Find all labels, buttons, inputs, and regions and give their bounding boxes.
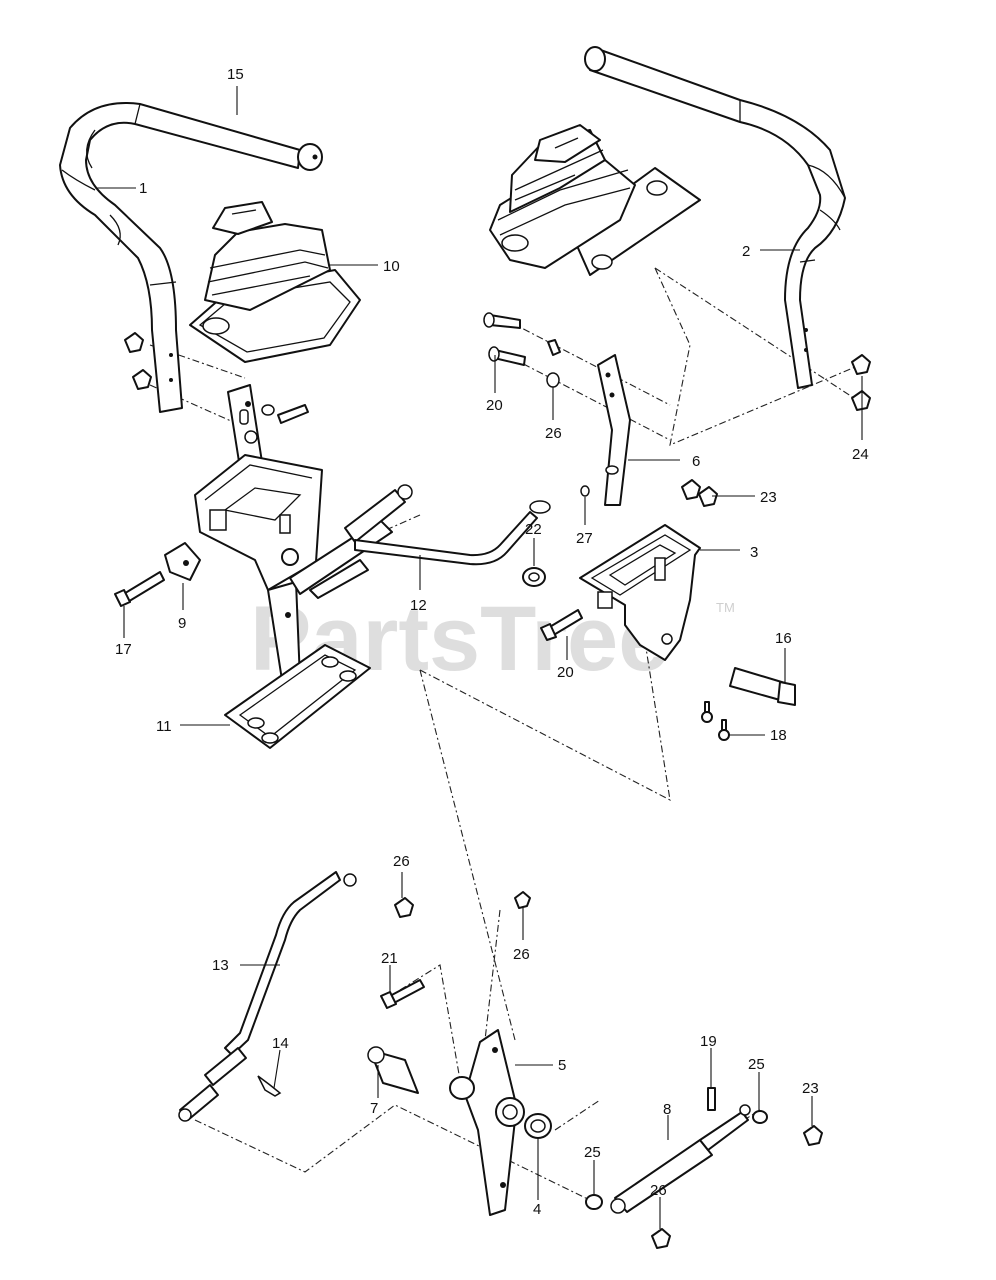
part-2-right-handle [584,46,846,389]
callout-12: 12 [410,597,427,614]
callout-11: 11 [156,718,172,735]
callout-10: 10 [383,258,400,275]
left-lever-assembly [194,384,413,681]
callout-16: 16 [775,630,792,647]
part-5-center-lever [449,1029,525,1216]
right-boot [489,124,701,276]
callout-18: 18 [770,727,787,744]
part-4-bushing [524,1113,552,1139]
callout-25-left: 25 [584,1144,601,1161]
callout-2: 2 [742,243,750,260]
callout-19: 19 [700,1033,717,1050]
callout-22: 22 [525,521,542,538]
callout-4: 4 [533,1201,541,1218]
callout-27: 27 [576,530,593,547]
callout-5: 5 [558,1057,566,1074]
part-3-right-bracket [579,524,701,661]
part-1-left-handle [59,102,323,413]
callout-9: 9 [178,615,186,632]
callout-3: 3 [750,544,758,561]
callout-24: 24 [852,446,869,463]
callout-17: 17 [115,641,132,658]
leader-lines [95,86,863,1229]
part-12-rod [309,500,551,599]
callout-15: 15 [227,66,244,83]
part-14-pin [257,1075,282,1097]
top-fasteners [124,312,871,641]
callout-25-right: 25 [748,1056,765,1073]
callout-7: 7 [370,1100,378,1117]
part-13-rod [178,871,357,1122]
part-21-bolt [380,979,425,1009]
part-6-right-lever [597,354,631,506]
part-18-screws [701,701,730,741]
callout-26-center: 26 [513,946,530,963]
callout-14: 14 [272,1035,289,1052]
callout-20-lower: 20 [557,664,574,681]
part-7-spacer [367,1046,419,1094]
callout-23-lower: 23 [802,1080,819,1097]
watermark-tm: TM [716,600,735,615]
callout-21: 21 [381,950,398,967]
part-11-gasket [224,644,371,749]
callout-13: 13 [212,957,229,974]
part-10-left-boot [189,201,361,363]
lower-fasteners [394,891,823,1249]
callout-26-left: 26 [393,853,410,870]
callout-26-bottom: 26 [650,1182,667,1199]
part-17-bolt [114,571,165,607]
callout-26-top: 26 [545,425,562,442]
callout-6: 6 [692,453,700,470]
part-8-gas-spring [610,1104,751,1214]
callout-8: 8 [663,1101,671,1118]
callout-23-top: 23 [760,489,777,506]
callout-1: 1 [139,180,147,197]
callout-20-top: 20 [486,397,503,414]
part-16-pin [729,667,796,706]
part-9-clip [164,542,201,581]
callout-labels: 15 1 10 2 24 20 26 6 23 27 22 3 12 9 17 … [115,66,869,1218]
